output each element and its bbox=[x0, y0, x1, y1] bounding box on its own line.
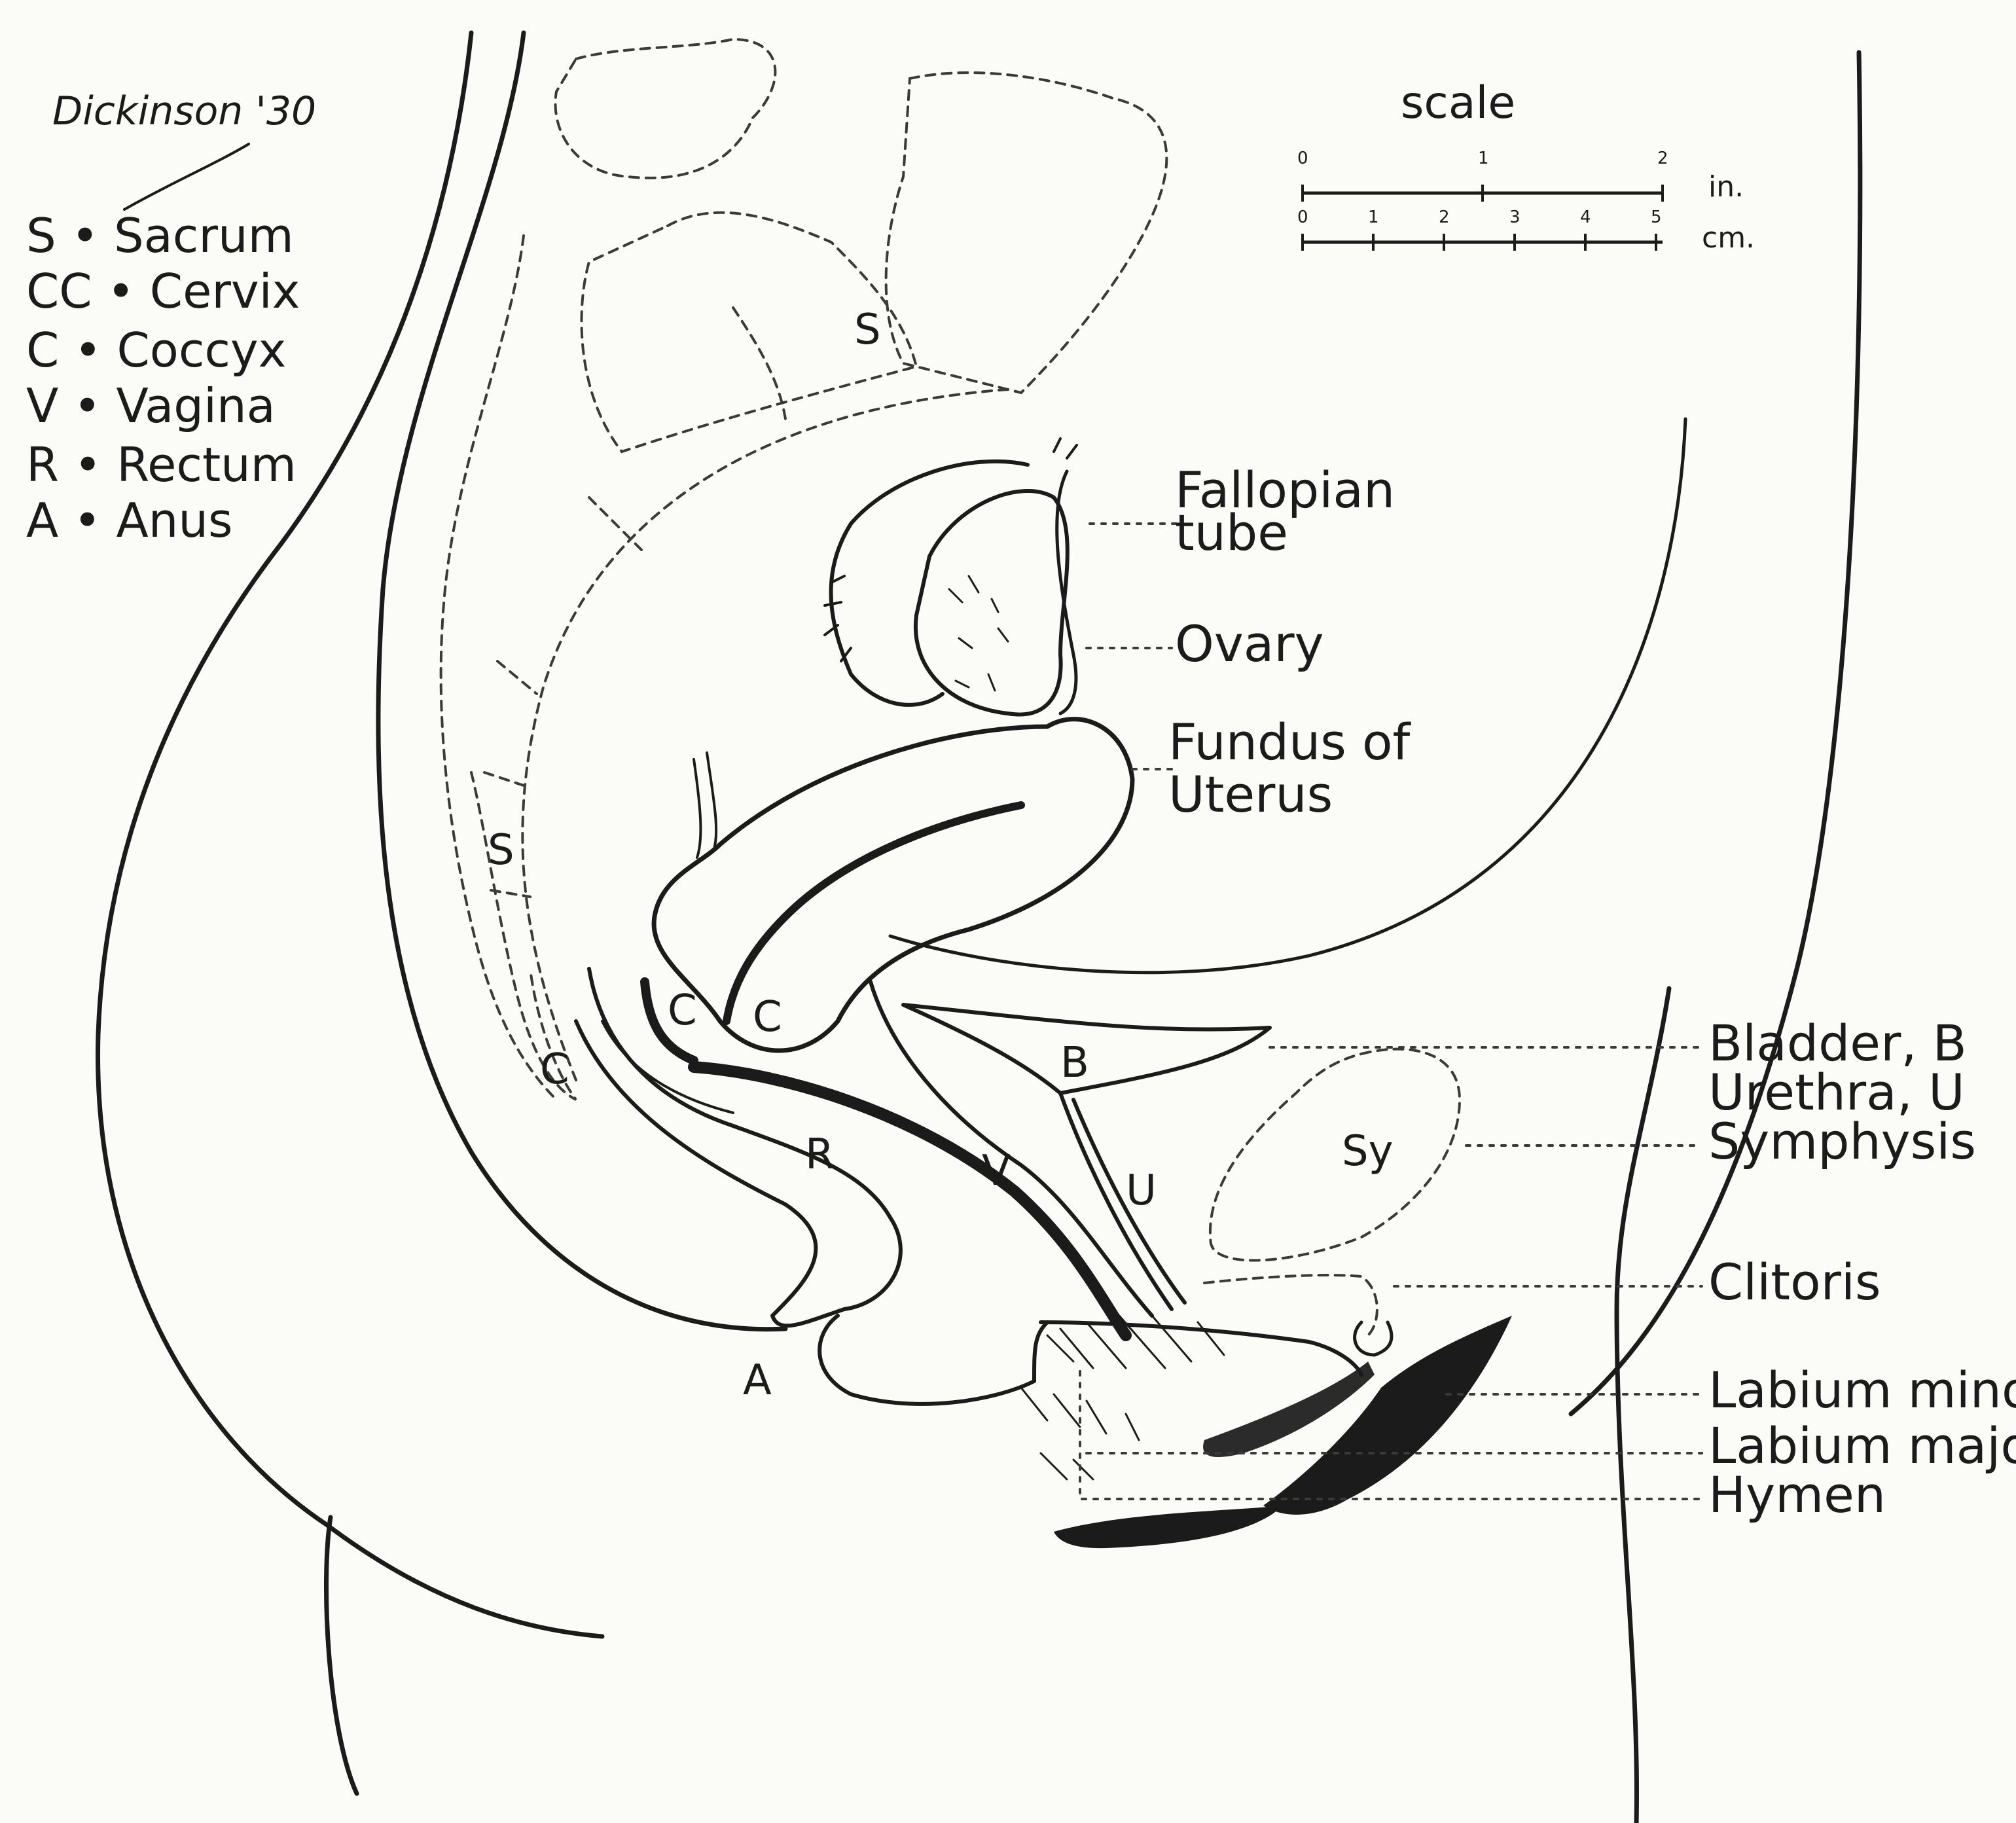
sacrum-structure bbox=[441, 39, 1167, 1100]
uterus-outline bbox=[654, 719, 1132, 1051]
letter-vagina: V bbox=[982, 1147, 1011, 1195]
inner-cavity-outline bbox=[378, 33, 785, 1329]
cm-tick-label: 2 bbox=[1439, 208, 1450, 227]
scale-title: scale bbox=[1401, 77, 1515, 129]
letter-bladder: B bbox=[1060, 1039, 1089, 1087]
scale-bar: scale 0 1 2 0 1 2 3 4 5 in. cm. bbox=[1297, 77, 1755, 255]
signature-text: Dickinson '30 bbox=[52, 88, 316, 134]
inch-tick-label: 2 bbox=[1657, 149, 1668, 168]
inch-unit-label: in. bbox=[1708, 170, 1744, 204]
sacrum-inner-curve bbox=[522, 389, 1008, 1080]
ovary-texture bbox=[949, 576, 1008, 691]
rectum-outline bbox=[576, 969, 901, 1326]
letter-coccyx: C bbox=[540, 1045, 569, 1094]
label-fallopian-tube-2: tube bbox=[1175, 503, 1288, 562]
sacrum-mid-seg bbox=[733, 308, 785, 419]
legend-item-rectum: R • Rectum bbox=[26, 437, 297, 492]
hymen-shading bbox=[1054, 1506, 1283, 1548]
external-genitalia bbox=[1021, 1316, 1512, 1548]
sacrum-upper-outline bbox=[555, 39, 775, 178]
cm-tick-label: 0 bbox=[1297, 208, 1308, 227]
cm-tick-label: 1 bbox=[1368, 208, 1379, 227]
inch-tick-label: 1 bbox=[1478, 149, 1489, 168]
label-hymen: Hymen bbox=[1708, 1466, 1886, 1524]
inch-tick-label: 0 bbox=[1297, 149, 1308, 168]
clitoris-outline bbox=[1204, 1275, 1377, 1335]
cm-tick-label: 4 bbox=[1580, 208, 1591, 227]
cm-tick-label: 3 bbox=[1509, 208, 1521, 227]
vertebra-upper bbox=[886, 73, 1167, 393]
legend-item-sacrum: S • Sacrum bbox=[26, 208, 294, 263]
uterus-structure bbox=[645, 719, 1132, 1060]
label-symphysis: Symphysis bbox=[1708, 1112, 1976, 1170]
cm-ticks: 0 1 2 3 4 5 bbox=[1297, 208, 1662, 251]
broad-ligament bbox=[694, 753, 716, 857]
sacrum-segment-1 bbox=[589, 497, 641, 550]
structure-labels: Fallopian tube Ovary Fundus of Uterus Bl… bbox=[1168, 461, 2016, 1524]
sacrum-segment-2 bbox=[497, 661, 537, 694]
label-ovary: Ovary bbox=[1175, 615, 1324, 673]
vestibule-outline bbox=[1041, 1322, 1361, 1375]
cm-tick-label: 5 bbox=[1651, 208, 1662, 227]
abdomen-outline bbox=[1571, 52, 1860, 1414]
letter-cervix-1: C bbox=[668, 986, 697, 1035]
letter-urethra: U bbox=[1126, 1166, 1157, 1215]
leader-lines bbox=[1080, 524, 1702, 1499]
legend-item-anus: A • Anus bbox=[26, 493, 233, 548]
fallopian-tip bbox=[1054, 439, 1077, 458]
letter-anus: A bbox=[743, 1356, 772, 1405]
letter-sacrum-lower: S bbox=[488, 826, 514, 875]
legend: S • Sacrum CC • Cervix C • Coccyx V • Va… bbox=[26, 208, 300, 548]
letter-symphysis: Sy bbox=[1342, 1127, 1394, 1176]
sacrum-segment-3 bbox=[484, 772, 524, 785]
signature-underline bbox=[124, 144, 249, 209]
symphysis-outline bbox=[1210, 1049, 1460, 1261]
legend-item-coccyx: C • Coccyx bbox=[26, 323, 286, 378]
legend-item-cervix: CC • Cervix bbox=[26, 264, 300, 319]
letter-cervix-2: C bbox=[753, 993, 782, 1041]
letter-sacrum-top: S bbox=[854, 306, 881, 354]
perineum-hatching bbox=[1021, 1316, 1224, 1479]
thigh-outline bbox=[326, 1517, 357, 1794]
legend-item-vagina: V • Vagina bbox=[26, 378, 276, 433]
label-fundus-1: Fundus of bbox=[1168, 713, 1412, 771]
anus-outline bbox=[819, 1316, 1047, 1404]
label-labium-minor: Labium minor bbox=[1708, 1361, 2016, 1419]
cm-unit-label: cm. bbox=[1702, 221, 1755, 255]
vagina-anterior bbox=[871, 982, 1152, 1316]
letter-rectum: R bbox=[805, 1130, 834, 1179]
label-clitoris: Clitoris bbox=[1708, 1253, 1881, 1311]
signature: Dickinson '30 bbox=[52, 88, 316, 209]
label-fundus-2: Uterus bbox=[1168, 765, 1333, 823]
front-body-line bbox=[1617, 988, 1669, 1823]
